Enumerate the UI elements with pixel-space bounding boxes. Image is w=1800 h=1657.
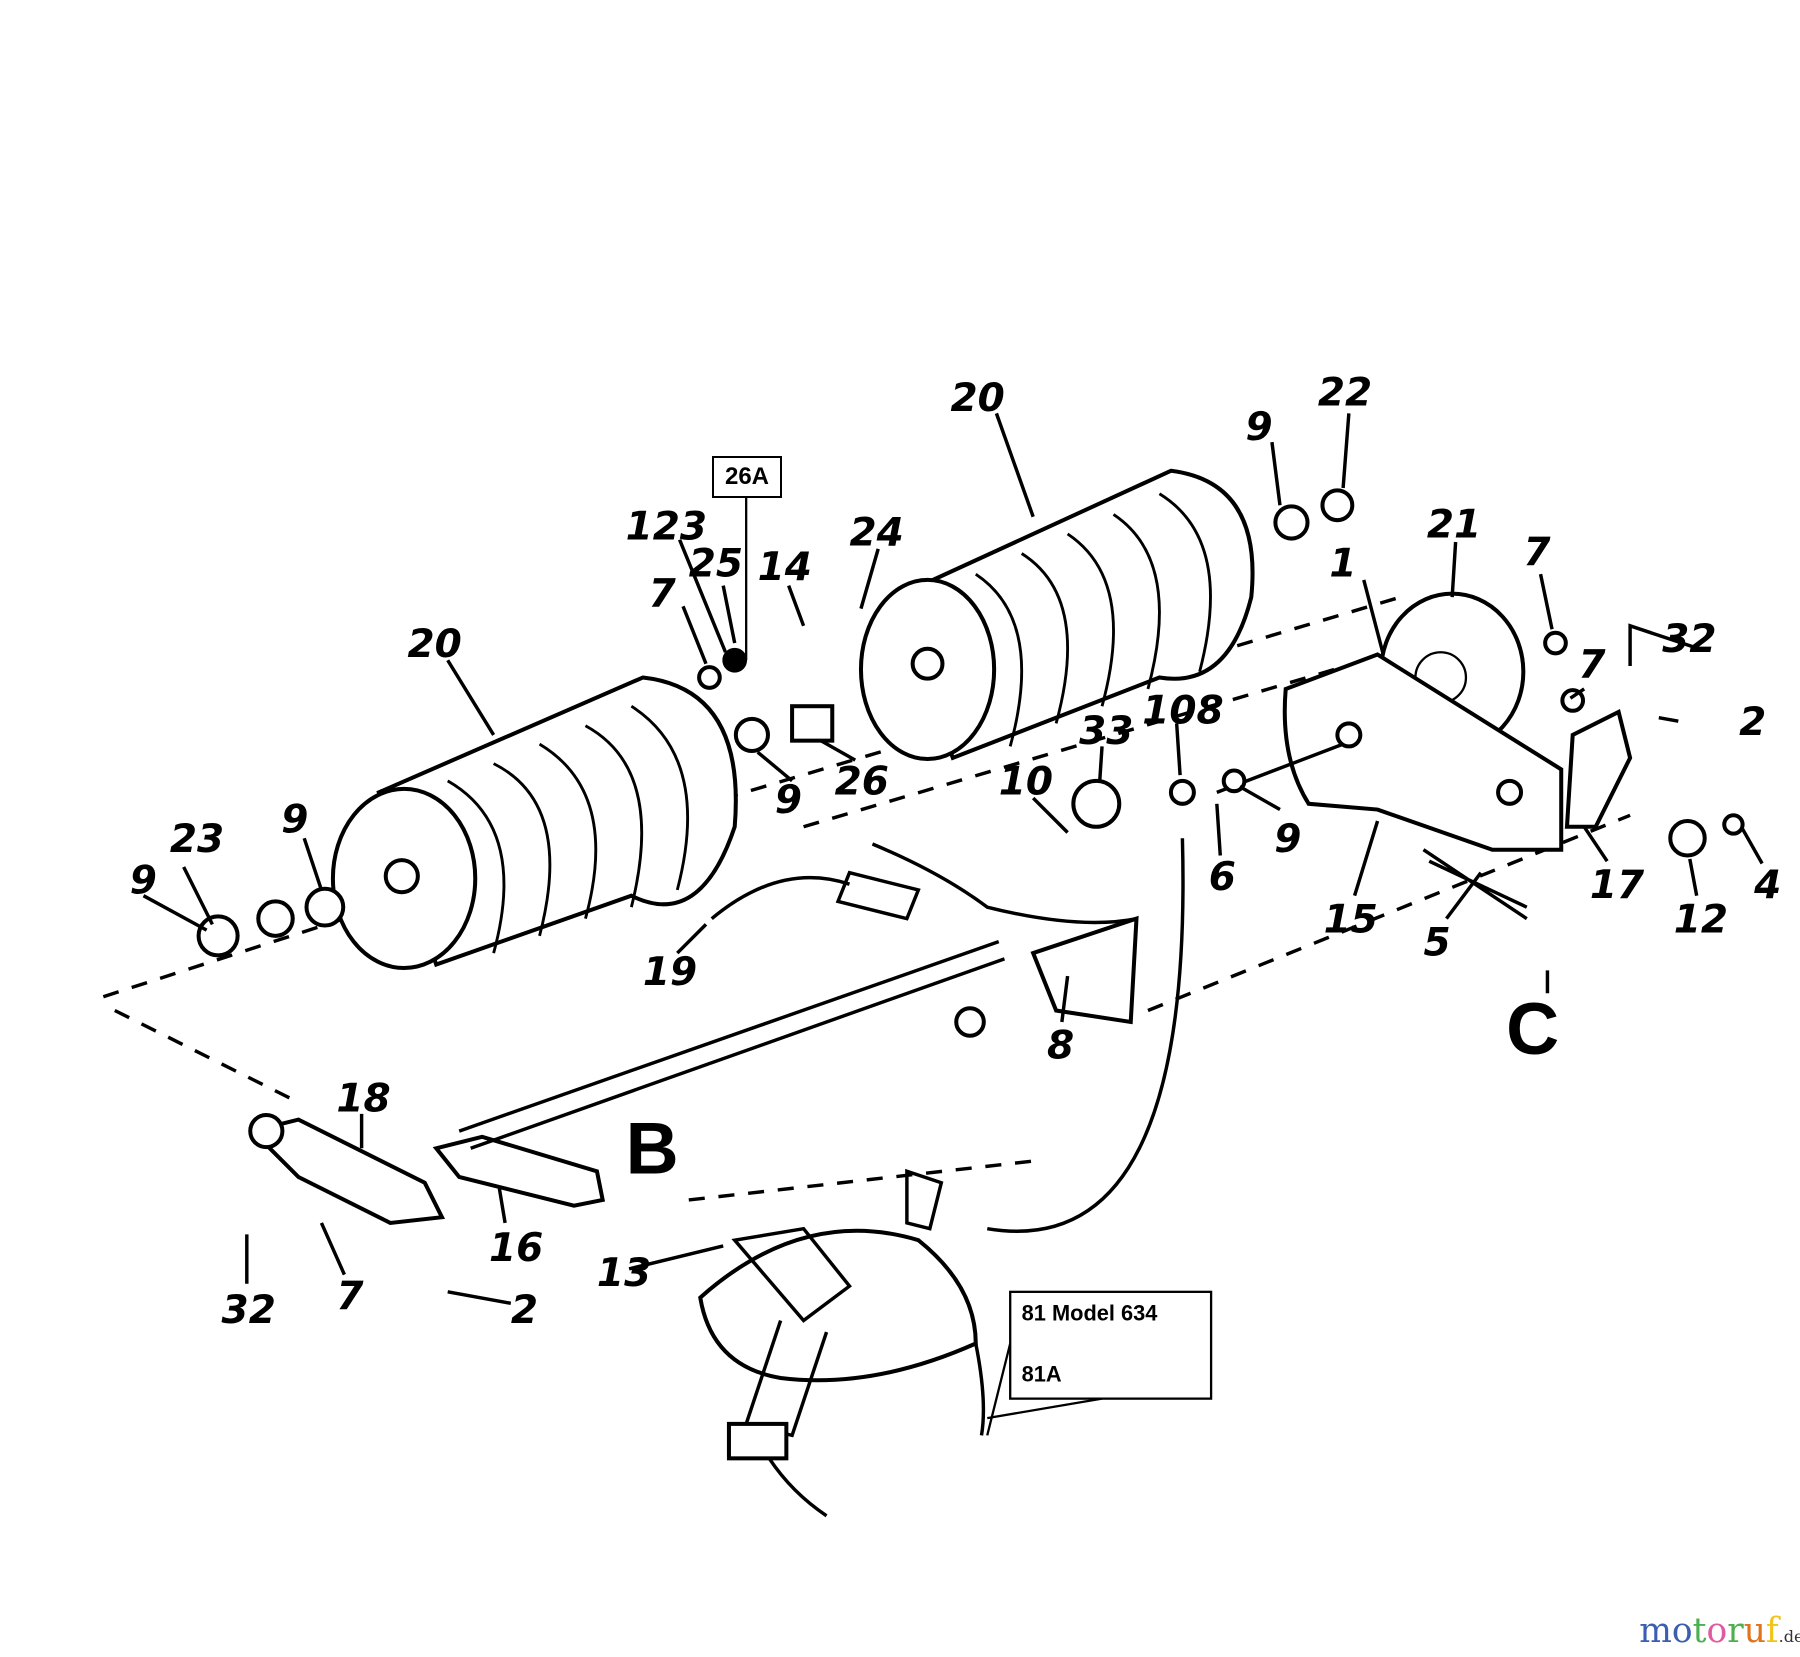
callout-25: 25 xyxy=(689,541,743,586)
model-box-line1: 81 Model 634 xyxy=(1022,1301,1158,1326)
callout-1: 1 xyxy=(1329,541,1356,586)
roller-right xyxy=(858,468,1255,762)
callout-108: 108 xyxy=(1142,688,1223,733)
side-frame-plate xyxy=(1216,652,1564,852)
callout-2-a: 2 xyxy=(1739,700,1766,745)
callout-19: 19 xyxy=(643,950,697,995)
callout-8: 8 xyxy=(1047,1024,1074,1069)
callout-9-center: 9 xyxy=(775,778,802,823)
callout-6: 6 xyxy=(1209,855,1236,900)
callout-22: 22 xyxy=(1318,370,1372,415)
callout-7-c: 7 xyxy=(1578,642,1606,687)
callout-5: 5 xyxy=(1423,920,1450,965)
callout-20-left: 20 xyxy=(408,622,462,667)
spring xyxy=(1422,848,1528,921)
callout-17: 17 xyxy=(1590,863,1645,908)
callout-2-b: 2 xyxy=(511,1288,538,1333)
callout-123: 123 xyxy=(626,505,707,550)
motoruf-watermark-logo: motoruf.de xyxy=(1639,1611,1800,1651)
callout-7-b: 7 xyxy=(1523,530,1551,575)
callout-32-a: 32 xyxy=(1662,617,1716,662)
callout-24: 24 xyxy=(849,510,903,555)
callout-14: 14 xyxy=(758,545,812,590)
model-box-line2: 81A xyxy=(1022,1361,1062,1386)
callout-20-right: 20 xyxy=(951,376,1005,421)
callout-21: 21 xyxy=(1427,502,1481,547)
callout-9-top: 9 xyxy=(1246,405,1273,450)
callout-13: 13 xyxy=(597,1251,651,1296)
callout-18: 18 xyxy=(336,1077,390,1122)
callout-16: 16 xyxy=(489,1226,543,1271)
callout-labels: 20 20 123 25 14 24 7 9 22 21 7 32 7 2 1 … xyxy=(130,370,1782,1333)
callout-4: 4 xyxy=(1753,863,1781,908)
svg-text:motoruf.de: motoruf.de xyxy=(1639,1611,1800,1651)
lever-linkage xyxy=(248,870,1139,1226)
callout-9-left-a: 9 xyxy=(281,798,308,843)
callout-32-b: 32 xyxy=(222,1288,276,1333)
leader-lines xyxy=(142,412,1764,1436)
engine-pulley xyxy=(698,1168,986,1518)
callout-33: 33 xyxy=(1079,709,1133,754)
section-label-b: B xyxy=(626,1107,679,1190)
model-box: 81 Model 634 81A xyxy=(1009,1290,1213,1400)
callout-15: 15 xyxy=(1324,897,1378,942)
callout-7-d: 7 xyxy=(336,1274,364,1319)
small-parts xyxy=(196,488,1745,1038)
roller-left xyxy=(330,675,738,971)
callout-9-left-b: 9 xyxy=(130,858,157,903)
section-label-c: C xyxy=(1506,987,1559,1070)
callout-12: 12 xyxy=(1674,897,1728,942)
callout-23: 23 xyxy=(170,817,224,862)
callout-10: 10 xyxy=(999,760,1053,805)
callout-7-a: 7 xyxy=(649,571,677,616)
cable xyxy=(710,838,1185,1233)
callout-box-26a: 26A xyxy=(712,456,782,498)
callout-26: 26 xyxy=(835,760,889,805)
bracket xyxy=(1564,709,1633,829)
callout-9-mid: 9 xyxy=(1274,817,1301,862)
